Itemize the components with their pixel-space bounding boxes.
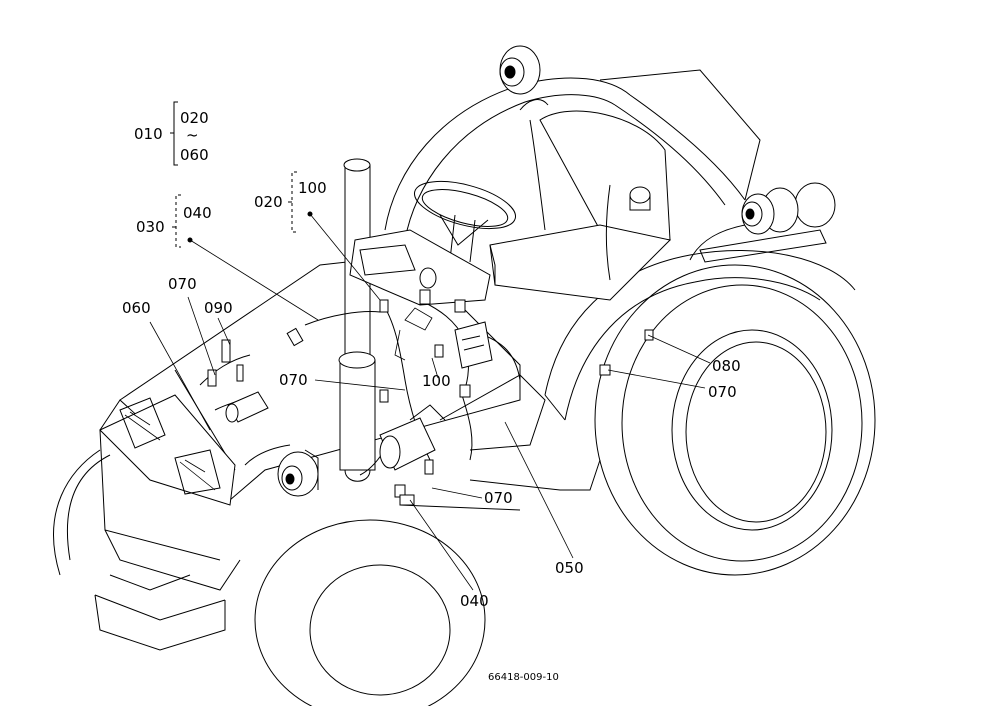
right-fender: [544, 250, 856, 421]
callout-020: 020: [254, 193, 283, 211]
operator-platform: [399, 374, 601, 511]
range-separator: ~: [186, 126, 199, 144]
fuse-box: [454, 321, 493, 369]
steering-wheel: [414, 180, 516, 263]
bracket-030: [172, 194, 181, 248]
callout-070-a: 070: [168, 275, 197, 293]
rops-frame: [384, 69, 761, 241]
left-rear-lamp: [499, 45, 541, 95]
drawing-code: 66418-009-10: [488, 672, 559, 683]
callout-030: 030: [136, 218, 165, 236]
callout-060-range-end: 060: [180, 146, 209, 164]
callout-040-b: 040: [460, 592, 489, 610]
rear-right-wheel: [594, 264, 876, 576]
callout-090: 090: [204, 299, 233, 317]
callout-080: 080: [712, 357, 741, 375]
callout-040: 040: [183, 204, 212, 222]
callout-100-b: 100: [422, 372, 451, 390]
bracket-020: [288, 171, 297, 233]
glow-relay: [225, 391, 269, 423]
callout-060: 060: [122, 299, 151, 317]
starter-motor: [379, 404, 446, 471]
right-rear-lamps: [699, 182, 836, 263]
seat: [489, 110, 672, 301]
callout-010: 010: [134, 125, 163, 143]
callout-070-d: 070: [484, 489, 513, 507]
dashboard-panel: [349, 229, 491, 306]
callout-020-range-start: 020: [180, 109, 209, 127]
callout-050: 050: [555, 559, 584, 577]
leader-lines: [149, 211, 711, 591]
small-connectors: [207, 289, 654, 506]
front-grille: [99, 394, 236, 506]
front-body: [94, 529, 241, 651]
callout-070-b: 070: [279, 371, 308, 389]
key-switch: [629, 186, 651, 211]
callout-070-c: 070: [708, 383, 737, 401]
callout-100: 100: [298, 179, 327, 197]
bracket-010: [170, 101, 178, 166]
horn: [277, 449, 319, 497]
front-right-wheel: [254, 519, 486, 706]
front-left-wheel: [53, 449, 111, 576]
